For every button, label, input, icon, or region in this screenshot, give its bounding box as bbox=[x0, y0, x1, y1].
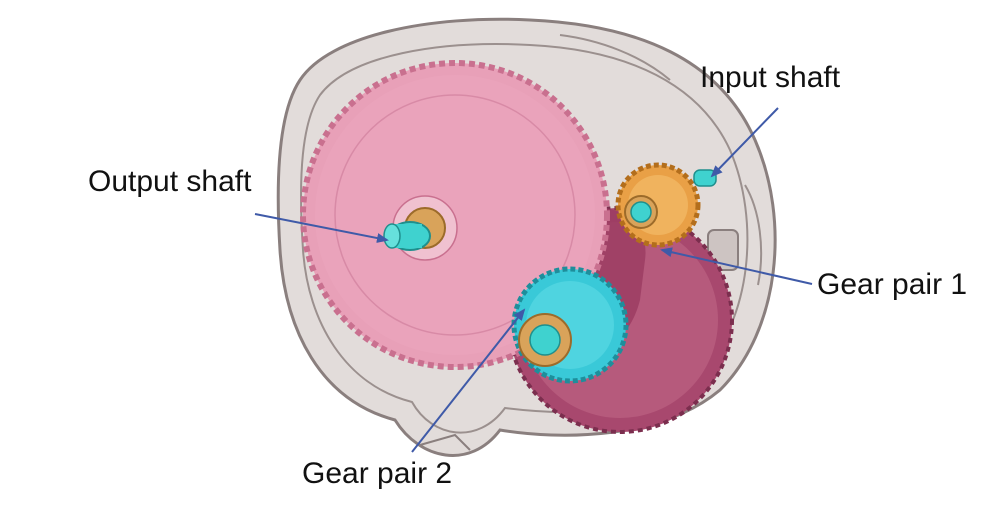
gear-pair-1-label: Gear pair 1 bbox=[817, 268, 968, 301]
gear-pair-2-label: Gear pair 2 bbox=[302, 457, 453, 490]
output-shaft-arrow bbox=[254, 213, 389, 243]
input-shaft-arrow bbox=[710, 107, 779, 178]
output-shaft-label: Output shaft bbox=[88, 165, 252, 198]
input-pinion bbox=[615, 162, 717, 248]
callout-arrows bbox=[254, 107, 813, 453]
input-shaft-label: Input shaft bbox=[700, 61, 841, 94]
output-pinion bbox=[511, 266, 629, 384]
gear-pair-1-arrow bbox=[660, 247, 813, 285]
gear-pair-2-arrow bbox=[411, 308, 526, 453]
